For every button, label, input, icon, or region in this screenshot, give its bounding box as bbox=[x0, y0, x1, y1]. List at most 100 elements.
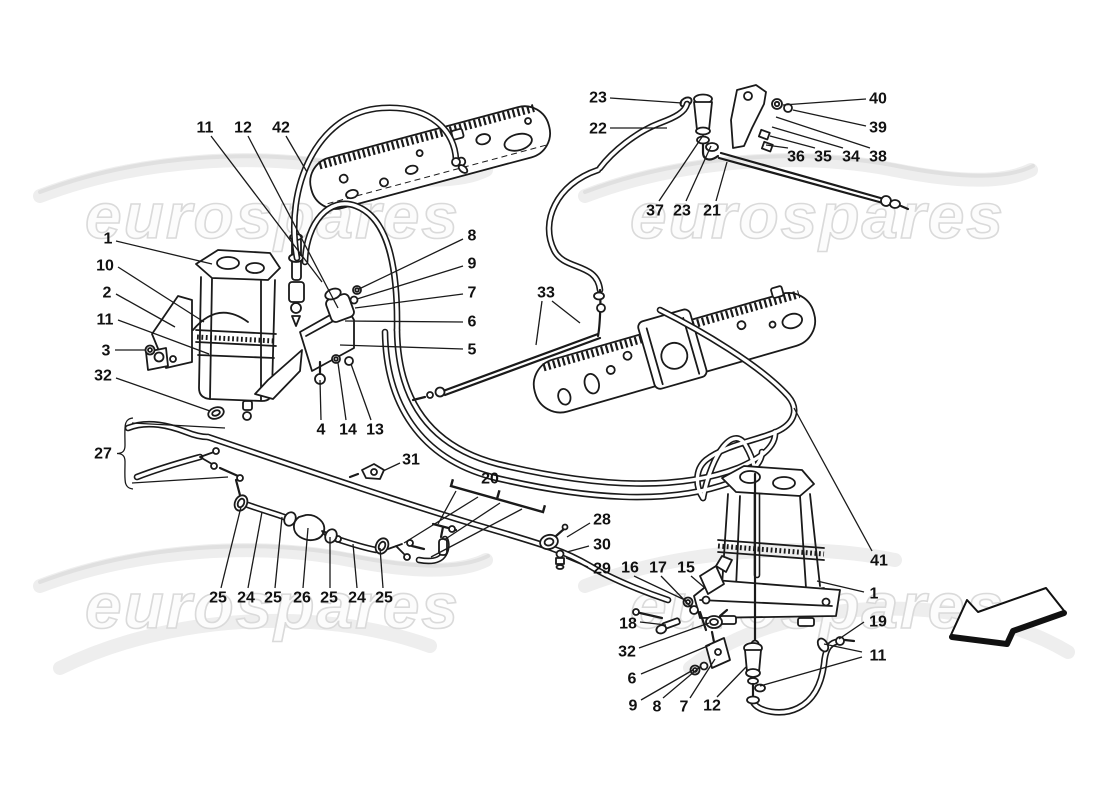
part-number: 34 bbox=[842, 149, 860, 166]
leader-line bbox=[715, 161, 728, 202]
leader-line bbox=[690, 575, 706, 589]
part-number: 23 bbox=[673, 203, 691, 220]
leader-line bbox=[350, 363, 372, 421]
leader-line bbox=[358, 238, 464, 290]
part-number: 27 bbox=[94, 446, 112, 463]
callout-29: 29 bbox=[565, 557, 611, 578]
callout-8: 8 bbox=[358, 228, 477, 290]
part-number: 40 bbox=[869, 91, 887, 108]
callout-30: 30 bbox=[566, 537, 611, 554]
pipe-33 bbox=[411, 288, 606, 402]
callout-21: 21 bbox=[703, 161, 728, 220]
watermark: eurospares bbox=[85, 570, 460, 642]
tank-fittings bbox=[632, 555, 856, 705]
part-number: 6 bbox=[468, 314, 477, 331]
callout-25: 25 bbox=[320, 537, 338, 607]
leader-line bbox=[792, 109, 867, 127]
leader-line bbox=[443, 502, 501, 541]
leader-line bbox=[356, 265, 464, 300]
part-number: 3 bbox=[102, 343, 111, 360]
callout-39: 39 bbox=[792, 109, 887, 137]
callout-37: 37 bbox=[646, 133, 705, 220]
callout-10: 10 bbox=[96, 258, 205, 323]
callout-12: 12 bbox=[234, 120, 339, 309]
callout-34: 34 bbox=[771, 126, 860, 166]
callout-18: 18 bbox=[619, 616, 667, 633]
callout-32: 32 bbox=[618, 622, 710, 661]
leader-line bbox=[658, 133, 705, 202]
callout-19: 19 bbox=[838, 614, 887, 640]
leader-line bbox=[609, 97, 683, 104]
callout-25: 25 bbox=[375, 547, 393, 607]
part-number: 31 bbox=[402, 452, 420, 469]
leader-line bbox=[769, 135, 816, 149]
callout-23: 23 bbox=[589, 90, 683, 107]
part-number: 32 bbox=[618, 644, 636, 661]
callout-11: 11 bbox=[97, 312, 210, 355]
part-number: 5 bbox=[468, 342, 477, 359]
part-number: 25 bbox=[264, 590, 282, 607]
part-number: 25 bbox=[375, 590, 393, 607]
part-number: 16 bbox=[621, 560, 639, 577]
leader-line bbox=[115, 240, 213, 265]
leader-line bbox=[551, 300, 581, 324]
leader-line bbox=[274, 516, 283, 589]
leader-line bbox=[793, 407, 873, 552]
callout-20: 20 bbox=[403, 471, 547, 558]
callout-7: 7 bbox=[354, 285, 477, 309]
leader-line bbox=[117, 319, 210, 355]
part-number: 11 bbox=[197, 120, 214, 137]
part-number: 2 bbox=[103, 285, 112, 302]
part-number: 14 bbox=[339, 422, 357, 439]
callout-26: 26 bbox=[293, 527, 311, 607]
leader-line bbox=[285, 135, 308, 173]
part-number: 11 bbox=[870, 648, 887, 665]
part-number: 1 bbox=[104, 231, 113, 248]
part-number: 11 bbox=[97, 312, 114, 329]
callout-1: 1 bbox=[104, 231, 213, 265]
part-number: 9 bbox=[629, 698, 638, 715]
callout-25: 25 bbox=[264, 516, 283, 607]
callout-8: 8 bbox=[653, 665, 702, 716]
leader-line bbox=[115, 377, 211, 412]
part-number: 18 bbox=[619, 616, 637, 633]
part-number: 4 bbox=[317, 422, 326, 439]
callout-32: 32 bbox=[94, 368, 211, 412]
part-number: 20 bbox=[481, 471, 499, 488]
direction-arrow-icon bbox=[949, 587, 1067, 647]
leader-line bbox=[685, 145, 712, 202]
callout-15: 15 bbox=[677, 560, 706, 589]
callout-9: 9 bbox=[629, 669, 694, 715]
leader-line bbox=[823, 643, 863, 653]
callout-42: 42 bbox=[272, 120, 308, 173]
leader-line bbox=[430, 508, 523, 558]
callout-24: 24 bbox=[237, 511, 263, 607]
callout-27: 27 bbox=[94, 417, 229, 490]
leader-line bbox=[337, 362, 347, 421]
leader-line bbox=[775, 116, 871, 149]
part-number: 30 bbox=[593, 537, 611, 554]
part-number: 32 bbox=[94, 368, 112, 385]
watermark-swoosh-layer bbox=[33, 153, 1075, 675]
callout-6: 6 bbox=[344, 314, 477, 331]
diagram-art bbox=[124, 84, 1067, 716]
part-number: 12 bbox=[703, 698, 721, 715]
leader-line bbox=[247, 511, 263, 589]
callout-33: 33 bbox=[535, 285, 581, 346]
part-number: 29 bbox=[593, 561, 611, 578]
callout-22: 22 bbox=[589, 121, 667, 138]
leader-line bbox=[689, 658, 716, 699]
leader-line bbox=[566, 545, 590, 553]
leader-line bbox=[131, 422, 226, 429]
part-number: 10 bbox=[96, 258, 114, 275]
part-number: 25 bbox=[320, 590, 338, 607]
callout-17: 17 bbox=[649, 560, 693, 609]
callout-23: 23 bbox=[673, 145, 712, 220]
callout-14: 14 bbox=[337, 362, 357, 439]
part-number: 6 bbox=[628, 671, 637, 688]
leader-line bbox=[302, 527, 309, 589]
clamp-28-group bbox=[539, 523, 569, 570]
part-number: 22 bbox=[589, 121, 607, 138]
part-number: 17 bbox=[649, 560, 667, 577]
